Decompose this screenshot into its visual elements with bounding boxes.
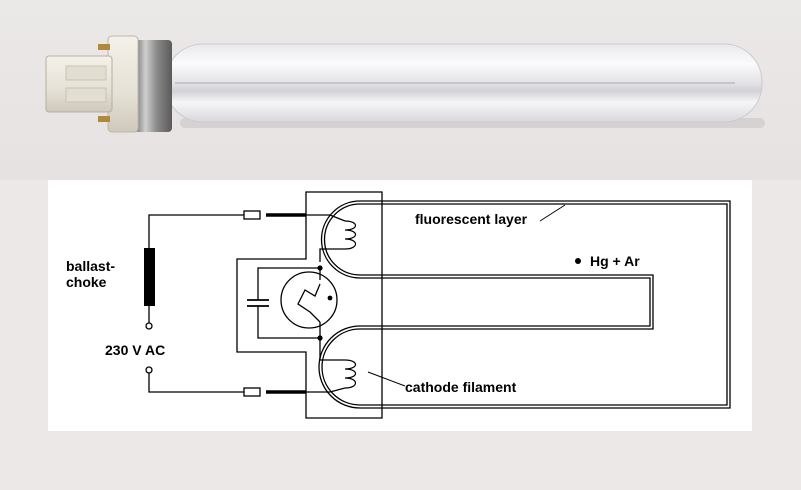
wire-supply-bottom (148, 373, 244, 393)
pin-bottom (98, 116, 110, 122)
label-cathode-filament: cathode filament (405, 379, 517, 395)
label-gas: Hg + Ar (590, 253, 640, 269)
gas-bullet (575, 258, 581, 264)
metal-collar (134, 40, 172, 132)
lead-bottom-filament-lower (306, 387, 346, 393)
leader-fluorescent-layer (539, 204, 566, 222)
wire-ballast-top (148, 214, 244, 248)
ballast-choke (144, 248, 155, 306)
tube-outline-outer (318, 200, 731, 409)
tube-outline-inner (321, 203, 728, 406)
plug-body (45, 55, 113, 113)
socket-bottom (243, 387, 261, 397)
lead-top-filament-upper (306, 214, 346, 222)
starter-loop-bottom (257, 306, 320, 339)
junction-bottom (317, 335, 323, 341)
lamp-photo (0, 0, 801, 180)
starter-contact-dot (327, 295, 333, 301)
bimetal-strip (297, 283, 321, 323)
lead-top-filament-lower (319, 248, 345, 262)
filament-bottom (344, 359, 357, 389)
filament-top (344, 220, 357, 250)
socket-top (243, 210, 261, 220)
circuit-diagram-panel: fluorescent layer Hg + Ar ballast- choke… (48, 180, 752, 431)
label-supply: 230 V AC (105, 342, 166, 358)
lead-bottom-filament-upper (319, 340, 345, 361)
circuit-diagram (144, 191, 731, 419)
pin-top (98, 44, 110, 50)
junction-top (317, 265, 323, 271)
starter-bulb (280, 271, 338, 329)
label-fluorescent-layer: fluorescent layer (415, 211, 528, 227)
terminal-bottom (145, 366, 153, 374)
base-housing-outline (236, 191, 383, 419)
label-choke: choke (66, 274, 107, 290)
leader-cathode (367, 371, 406, 387)
terminal-top (145, 322, 153, 330)
label-ballast: ballast- (66, 258, 116, 274)
starter-loop-top (257, 267, 320, 300)
